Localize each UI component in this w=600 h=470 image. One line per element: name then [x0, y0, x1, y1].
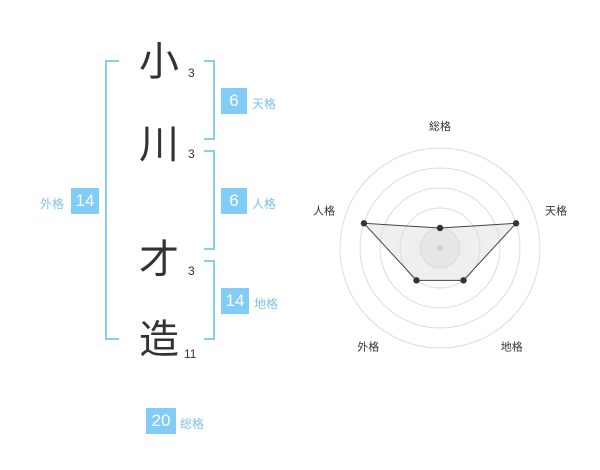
- radar-point-5: [360, 220, 368, 227]
- stroke-count-3: 3: [188, 264, 195, 278]
- tenkaku-label: 天格: [252, 97, 277, 111]
- jinkaku-bracket: [204, 150, 215, 250]
- stroke-count-1: 3: [188, 66, 195, 80]
- soukaku-value-badge: 20: [146, 408, 176, 434]
- radar-axis-label: 人格: [313, 203, 335, 217]
- radar-center-dot: [437, 245, 443, 251]
- radar-axis-label: 天格: [545, 203, 567, 217]
- name-char-2: 川: [139, 122, 179, 168]
- jinkaku-label: 人格: [252, 197, 277, 211]
- radar-grid-circle: [339, 147, 541, 349]
- soukaku-label: 総格: [180, 417, 205, 431]
- radar-axis-label: 地格: [501, 340, 523, 354]
- chikaku-value-badge: 14: [221, 288, 249, 314]
- radar-point-2: [512, 220, 520, 227]
- radar-shape: [360, 220, 520, 284]
- tenkaku-bracket: [204, 60, 215, 140]
- name-char-4: 造: [139, 317, 179, 363]
- radar-point-1: [436, 224, 444, 232]
- gaikaku-label: 外格: [40, 197, 65, 211]
- radar-axis-label: 外格: [357, 340, 379, 354]
- stroke-count-2: 3: [188, 147, 195, 161]
- tenkaku-value-badge: 6: [221, 88, 247, 114]
- name-char-3: 才: [139, 237, 179, 283]
- jinkaku-value-badge: 6: [221, 188, 247, 214]
- radar-point-3: [460, 277, 467, 284]
- chikaku-label: 地格: [254, 297, 279, 311]
- gaikaku-value-badge: 14: [71, 188, 99, 214]
- gaikaku-bracket: [105, 60, 119, 340]
- radar-grid: [339, 147, 541, 349]
- radar-grid-circle: [379, 187, 501, 309]
- radar-axis-label: 総格: [429, 119, 451, 133]
- chikaku-bracket: [204, 260, 215, 340]
- stroke-count-4: 11: [184, 347, 197, 361]
- radar-grid-circle: [359, 167, 521, 329]
- name-char-1: 小: [139, 39, 179, 85]
- radar-point-4: [413, 277, 420, 284]
- radar-grid-circle: [399, 207, 481, 289]
- radar-polygon: [362, 222, 518, 281]
